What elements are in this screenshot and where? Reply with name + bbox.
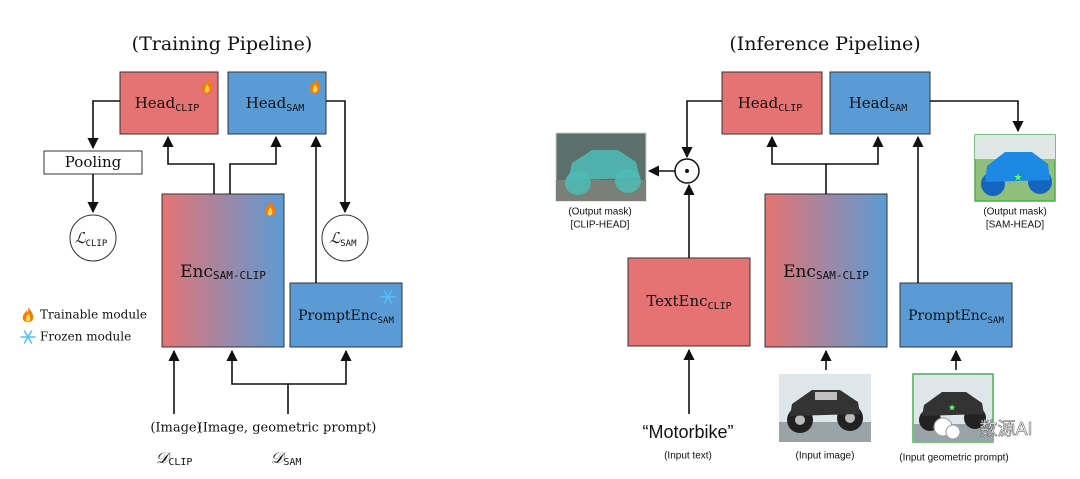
text-encoder: TextEncCLIP bbox=[627, 257, 751, 347]
training-pipeline: (Training Pipeline) HeadCLIP HeadSAM Poo… bbox=[20, 33, 403, 469]
training-input-image-prompt: (Image, geometric prompt) bbox=[198, 421, 377, 436]
watermark: 数源AI bbox=[933, 417, 1033, 440]
snowflake-icon bbox=[20, 330, 36, 344]
inference-title: (Inference Pipeline) bbox=[729, 33, 920, 55]
inference-arrows bbox=[647, 100, 1024, 414]
inference-prompt-encoder: PromptEncSAM bbox=[899, 282, 1013, 348]
inference-pipeline: (Inference Pipeline) HeadCLIP HeadSAM bbox=[555, 33, 1056, 464]
svg-text:PromptEncSAM: PromptEncSAM bbox=[908, 308, 1004, 326]
svg-text:ℒSAM: ℒSAM bbox=[329, 229, 357, 249]
loss-sam-node: ℒSAM bbox=[321, 214, 369, 262]
training-arrows bbox=[87, 100, 352, 414]
svg-text:HeadSAM: HeadSAM bbox=[246, 94, 305, 114]
input-text-label: (Input text) bbox=[664, 451, 712, 462]
dataset-sam: 𝒟SAM bbox=[271, 448, 302, 469]
input-prompt-label: (Input geometric prompt) bbox=[899, 453, 1009, 464]
output-mask-sam-label2: [SAM-HEAD] bbox=[986, 220, 1045, 231]
inference-encoder: EncSAM-CLIP bbox=[764, 193, 888, 348]
output-mask-clip-image bbox=[555, 132, 647, 202]
svg-text:★: ★ bbox=[1014, 173, 1023, 184]
input-text-value: “Motorbike” bbox=[642, 422, 733, 442]
legend-trainable: Trainable module bbox=[40, 308, 147, 322]
input-image-label: (Input image) bbox=[796, 451, 855, 462]
svg-text:EncSAM-CLIP: EncSAM-CLIP bbox=[180, 262, 266, 283]
inference-head-clip: HeadCLIP bbox=[721, 71, 823, 135]
svg-text:PromptEncSAM: PromptEncSAM bbox=[298, 308, 394, 326]
legend-frozen: Frozen module bbox=[40, 330, 131, 344]
svg-text:HeadSAM: HeadSAM bbox=[849, 94, 908, 114]
training-prompt-encoder: PromptEncSAM bbox=[289, 282, 403, 348]
output-mask-clip-label1: (Output mask) bbox=[568, 207, 631, 218]
dataset-clip: 𝒟CLIP bbox=[156, 448, 193, 469]
svg-text:EncSAM-CLIP: EncSAM-CLIP bbox=[783, 262, 869, 283]
output-mask-sam-image: ★ bbox=[974, 134, 1056, 202]
training-encoder: EncSAM-CLIP bbox=[161, 193, 285, 348]
svg-text:HeadCLIP: HeadCLIP bbox=[135, 94, 200, 114]
output-mask-clip-label2: [CLIP-HEAD] bbox=[571, 220, 630, 231]
svg-text:TextEncCLIP: TextEncCLIP bbox=[646, 292, 731, 312]
elementwise-product-node bbox=[674, 158, 700, 184]
input-image-photo bbox=[779, 374, 871, 442]
flame-icon bbox=[22, 307, 34, 322]
legend: Trainable module Frozen module bbox=[20, 307, 147, 344]
svg-text:ℒCLIP: ℒCLIP bbox=[75, 229, 108, 249]
training-head-clip: HeadCLIP bbox=[119, 71, 219, 135]
svg-text:HeadCLIP: HeadCLIP bbox=[738, 94, 803, 114]
pooling-box: Pooling bbox=[43, 150, 143, 175]
output-mask-sam-label1: (Output mask) bbox=[983, 207, 1046, 218]
training-title: (Training Pipeline) bbox=[132, 33, 313, 55]
training-input-image: (Image) bbox=[150, 421, 201, 436]
watermark-text: 数源AI bbox=[979, 419, 1032, 439]
training-head-sam: HeadSAM bbox=[227, 71, 327, 135]
pooling-label: Pooling bbox=[65, 153, 122, 171]
loss-clip-node: ℒCLIP bbox=[69, 214, 117, 262]
inference-head-sam: HeadSAM bbox=[829, 71, 931, 135]
svg-text:★: ★ bbox=[948, 402, 956, 412]
